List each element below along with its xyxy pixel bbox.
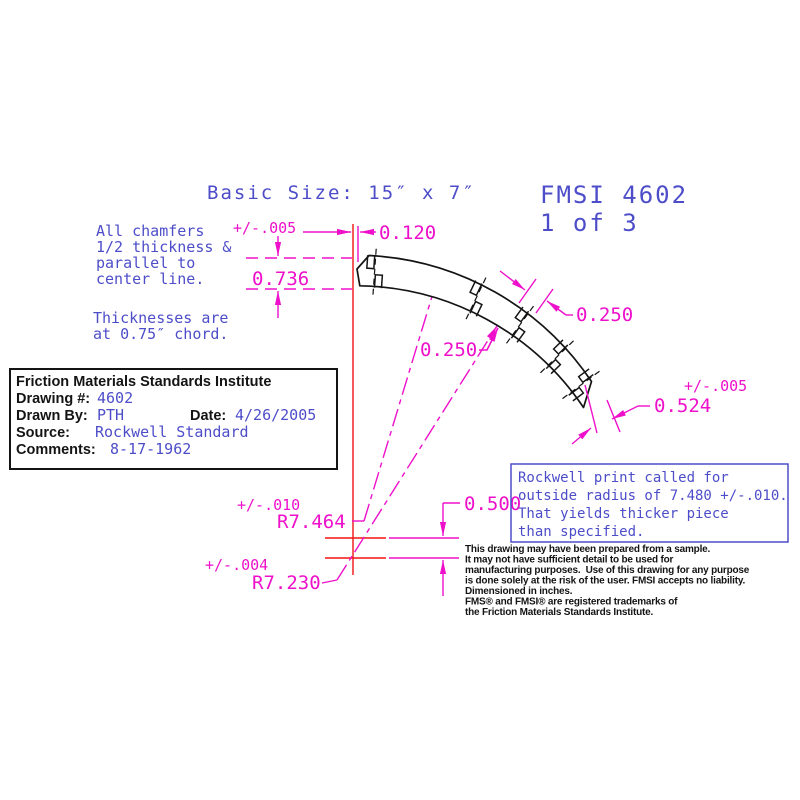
drawing-number-value: 4602: [97, 389, 133, 407]
radius-dimension-lines: [336, 269, 498, 581]
dim-outer-radius: R7.464: [277, 511, 346, 533]
dim-inner-radius: R7.230: [252, 572, 321, 594]
lining-segment-outline: [356, 254, 593, 409]
groove-mark: [562, 368, 600, 402]
groove-centerline: [505, 305, 535, 344]
basic-size-title: Basic Size: 15″ x 7″: [207, 182, 476, 204]
dim-arrow: [546, 300, 567, 316]
drawn-by-label: Drawn By:: [16, 408, 88, 424]
rockwell-note-box: Rockwell print called for outside radius…: [510, 463, 789, 543]
groove-mark: [540, 339, 574, 375]
dim-arrow: [571, 427, 592, 445]
disclaimer-line: FMS® and FMSI® are registered trademarks…: [465, 597, 678, 608]
dim-arrow: [499, 270, 526, 291]
groove-marks: [366, 248, 600, 402]
rockwell-note-line: Rockwell print called for: [518, 470, 729, 486]
dim-center-offset: 0.500: [464, 493, 521, 515]
groove-centerline: [465, 277, 487, 320]
outer-radius-line: [363, 269, 441, 522]
disclaimer-line: It may not have sufficient detail to be …: [465, 555, 674, 566]
groove-profile: [568, 368, 594, 402]
dim-tolerance-end: +/-.005: [684, 377, 747, 395]
dim-groove-left: 0.250: [420, 339, 477, 361]
extension-line: [518, 278, 537, 304]
title-block-border: [9, 368, 338, 470]
dim-tolerance-top: +/-.005: [233, 219, 296, 237]
title-block: Friction Materials Standards Institute D…: [9, 368, 338, 470]
groove-mark: [505, 305, 535, 344]
disclaimer-block: This drawing may have been prepared from…: [465, 544, 750, 618]
institute-name: Friction Materials Standards Institute: [16, 374, 271, 390]
dim-thickness-top: 0.736: [252, 268, 309, 290]
dim-groove-right: 0.250: [576, 304, 633, 326]
dim-arrow: [611, 405, 639, 420]
fmsi-number-title: FMSI 4602: [540, 181, 688, 209]
dim-arrow: [486, 327, 499, 351]
groove-profile: [366, 255, 384, 289]
thickness-note: Thicknesses are at 0.75″ chord.: [93, 309, 228, 343]
rockwell-note-border: [510, 463, 789, 543]
note-line: All chamfers: [96, 222, 204, 240]
date-label: Date:: [190, 408, 226, 424]
dim-end-offset: 0.120: [379, 222, 436, 244]
inner-radius-line: [336, 325, 498, 581]
note-line: parallel to: [96, 254, 195, 272]
note-line: 1/2 thickness &: [96, 238, 231, 256]
dimension-graphics: [246, 226, 650, 596]
disclaimer-line: the Friction Materials Standards Institu…: [465, 607, 654, 618]
drawn-by-value: PTH: [97, 406, 124, 424]
extension-line: [584, 384, 598, 434]
comments-label: Comments:: [16, 442, 96, 458]
disclaimer-line: is done solely at the risk of the user. …: [465, 576, 745, 587]
dim-tolerance-inner-radius: +/-.004: [205, 556, 268, 574]
groove-profile: [545, 339, 569, 375]
drawing-number-label: Drawing #:: [16, 391, 90, 407]
rockwell-note-line: outside radius of 7.480 +/-.010.: [518, 488, 788, 504]
disclaimer-line: This drawing may have been prepared from…: [465, 544, 711, 555]
center-lines: [325, 224, 386, 575]
sheet-number: 1 of 3: [540, 209, 639, 237]
groove-centerline: [540, 340, 574, 374]
disclaimer-line: Dimensioned in inches.: [465, 586, 573, 597]
groove-centerline: [562, 370, 600, 400]
note-line: Thicknesses are: [93, 309, 228, 327]
groove-profile: [510, 306, 530, 343]
extension-line: [535, 288, 554, 314]
leader-line: [321, 579, 338, 584]
source-value: Rockwell Standard: [95, 423, 249, 441]
chamfer-note: All chamfers 1/2 thickness & parallel to…: [96, 222, 231, 288]
dim-thickness-end: 0.524: [654, 395, 711, 417]
groove-mark: [366, 248, 384, 295]
groove-mark: [465, 277, 487, 320]
groove-centerline: [372, 248, 377, 295]
disclaimer-line: manufacturing purposes. Use of this draw…: [465, 565, 750, 576]
rockwell-note-line: than specified.: [518, 524, 644, 540]
date-value: 4/26/2005: [235, 406, 316, 424]
comments-value: 8-17-1962: [110, 440, 191, 458]
source-label: Source:: [16, 425, 70, 441]
groove-profile: [469, 280, 483, 317]
rockwell-note-line: That yields thicker piece: [518, 506, 729, 522]
dim-tolerance-outer-radius: +/-.010: [237, 496, 300, 514]
note-line: at 0.75″ chord.: [93, 325, 228, 343]
note-line: center line.: [96, 270, 204, 288]
